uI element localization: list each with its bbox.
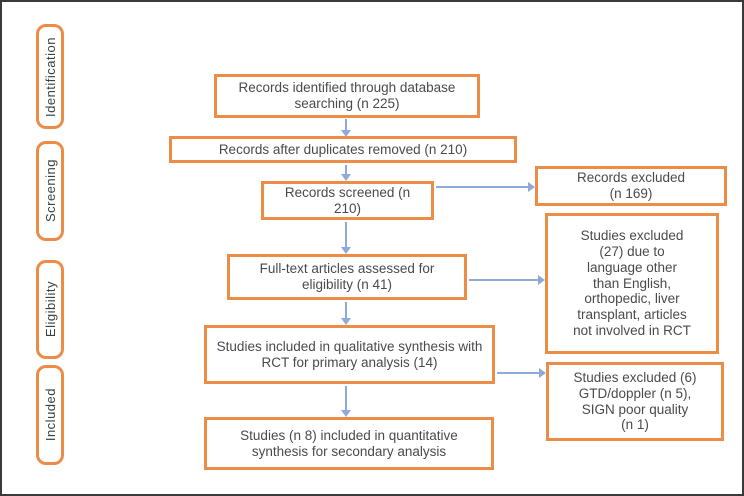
arrow-right-qualitative-to-studies-excluded-icon bbox=[497, 368, 546, 378]
arrow-down-qualitative-to-quantitative-icon bbox=[341, 386, 351, 417]
exclusion-box-studies-excluded-6: Studies excluded (6) GTD/doppler (n 5), … bbox=[546, 362, 724, 441]
arrow-down-deduped-to-screened-icon bbox=[341, 165, 351, 181]
flow-box-duplicates-removed: Records after duplicates removed (n 210) bbox=[169, 136, 517, 163]
stage-label-eligibility: Eligibility bbox=[42, 281, 58, 338]
stage-box-eligibility: Eligibility bbox=[36, 260, 64, 359]
arrow-right-fulltext-to-studies-excluded-icon bbox=[469, 275, 545, 285]
exclusion-box-studies-excluded-27: Studies excluded (27) due to language ot… bbox=[545, 213, 719, 354]
arrow-down-identified-to-deduped-icon bbox=[341, 119, 351, 137]
flow-box-qualitative-synthesis: Studies included in qualitative synthesi… bbox=[204, 325, 495, 384]
stage-box-identification: Identification bbox=[36, 24, 64, 129]
flow-box-records-screened: Records screened (n 210) bbox=[261, 181, 434, 220]
arrow-down-screened-to-fulltext-icon bbox=[341, 222, 351, 254]
flow-box-records-identified: Records identified through database sear… bbox=[214, 74, 480, 118]
flow-box-quantitative-synthesis: Studies (n 8) included in quantitative s… bbox=[204, 417, 494, 470]
stage-label-screening: Screening bbox=[42, 159, 58, 223]
arrow-right-screened-to-records-excluded-icon bbox=[436, 182, 535, 192]
stage-box-screening: Screening bbox=[36, 141, 64, 241]
exclusion-box-records-excluded: Records excluded (n 169) bbox=[535, 166, 727, 206]
flow-box-fulltext-assessed: Full-text articles assessed for eligibil… bbox=[227, 254, 467, 300]
stage-label-included: Included bbox=[42, 388, 58, 442]
stage-box-included: Included bbox=[36, 365, 64, 465]
arrow-down-fulltext-to-qualitative-icon bbox=[341, 302, 351, 325]
stage-label-identification: Identification bbox=[42, 36, 58, 117]
